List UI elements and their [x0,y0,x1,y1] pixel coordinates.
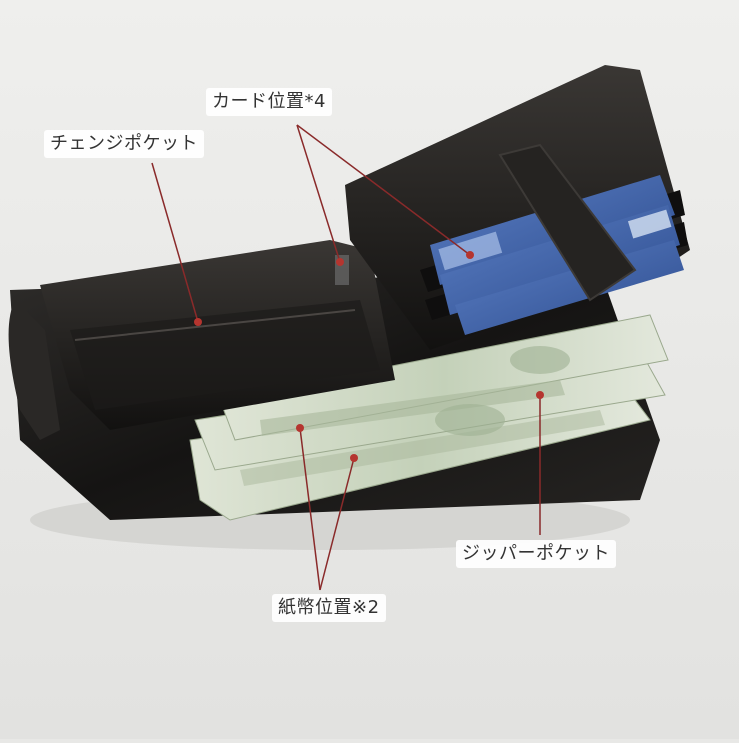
card-strap [498,143,637,302]
change-pocket [8,240,395,440]
leader-lines [151,124,541,591]
bill-stack [189,314,669,521]
bill-slots-label: 紙幣位置※2 [272,594,386,622]
zipper-pocket-label: ジッパーポケット [456,540,616,568]
change-pocket-label: チェンジポケット [44,130,204,158]
marker-dots [194,251,544,462]
card-slots-label: カード位置*4 [206,88,332,116]
